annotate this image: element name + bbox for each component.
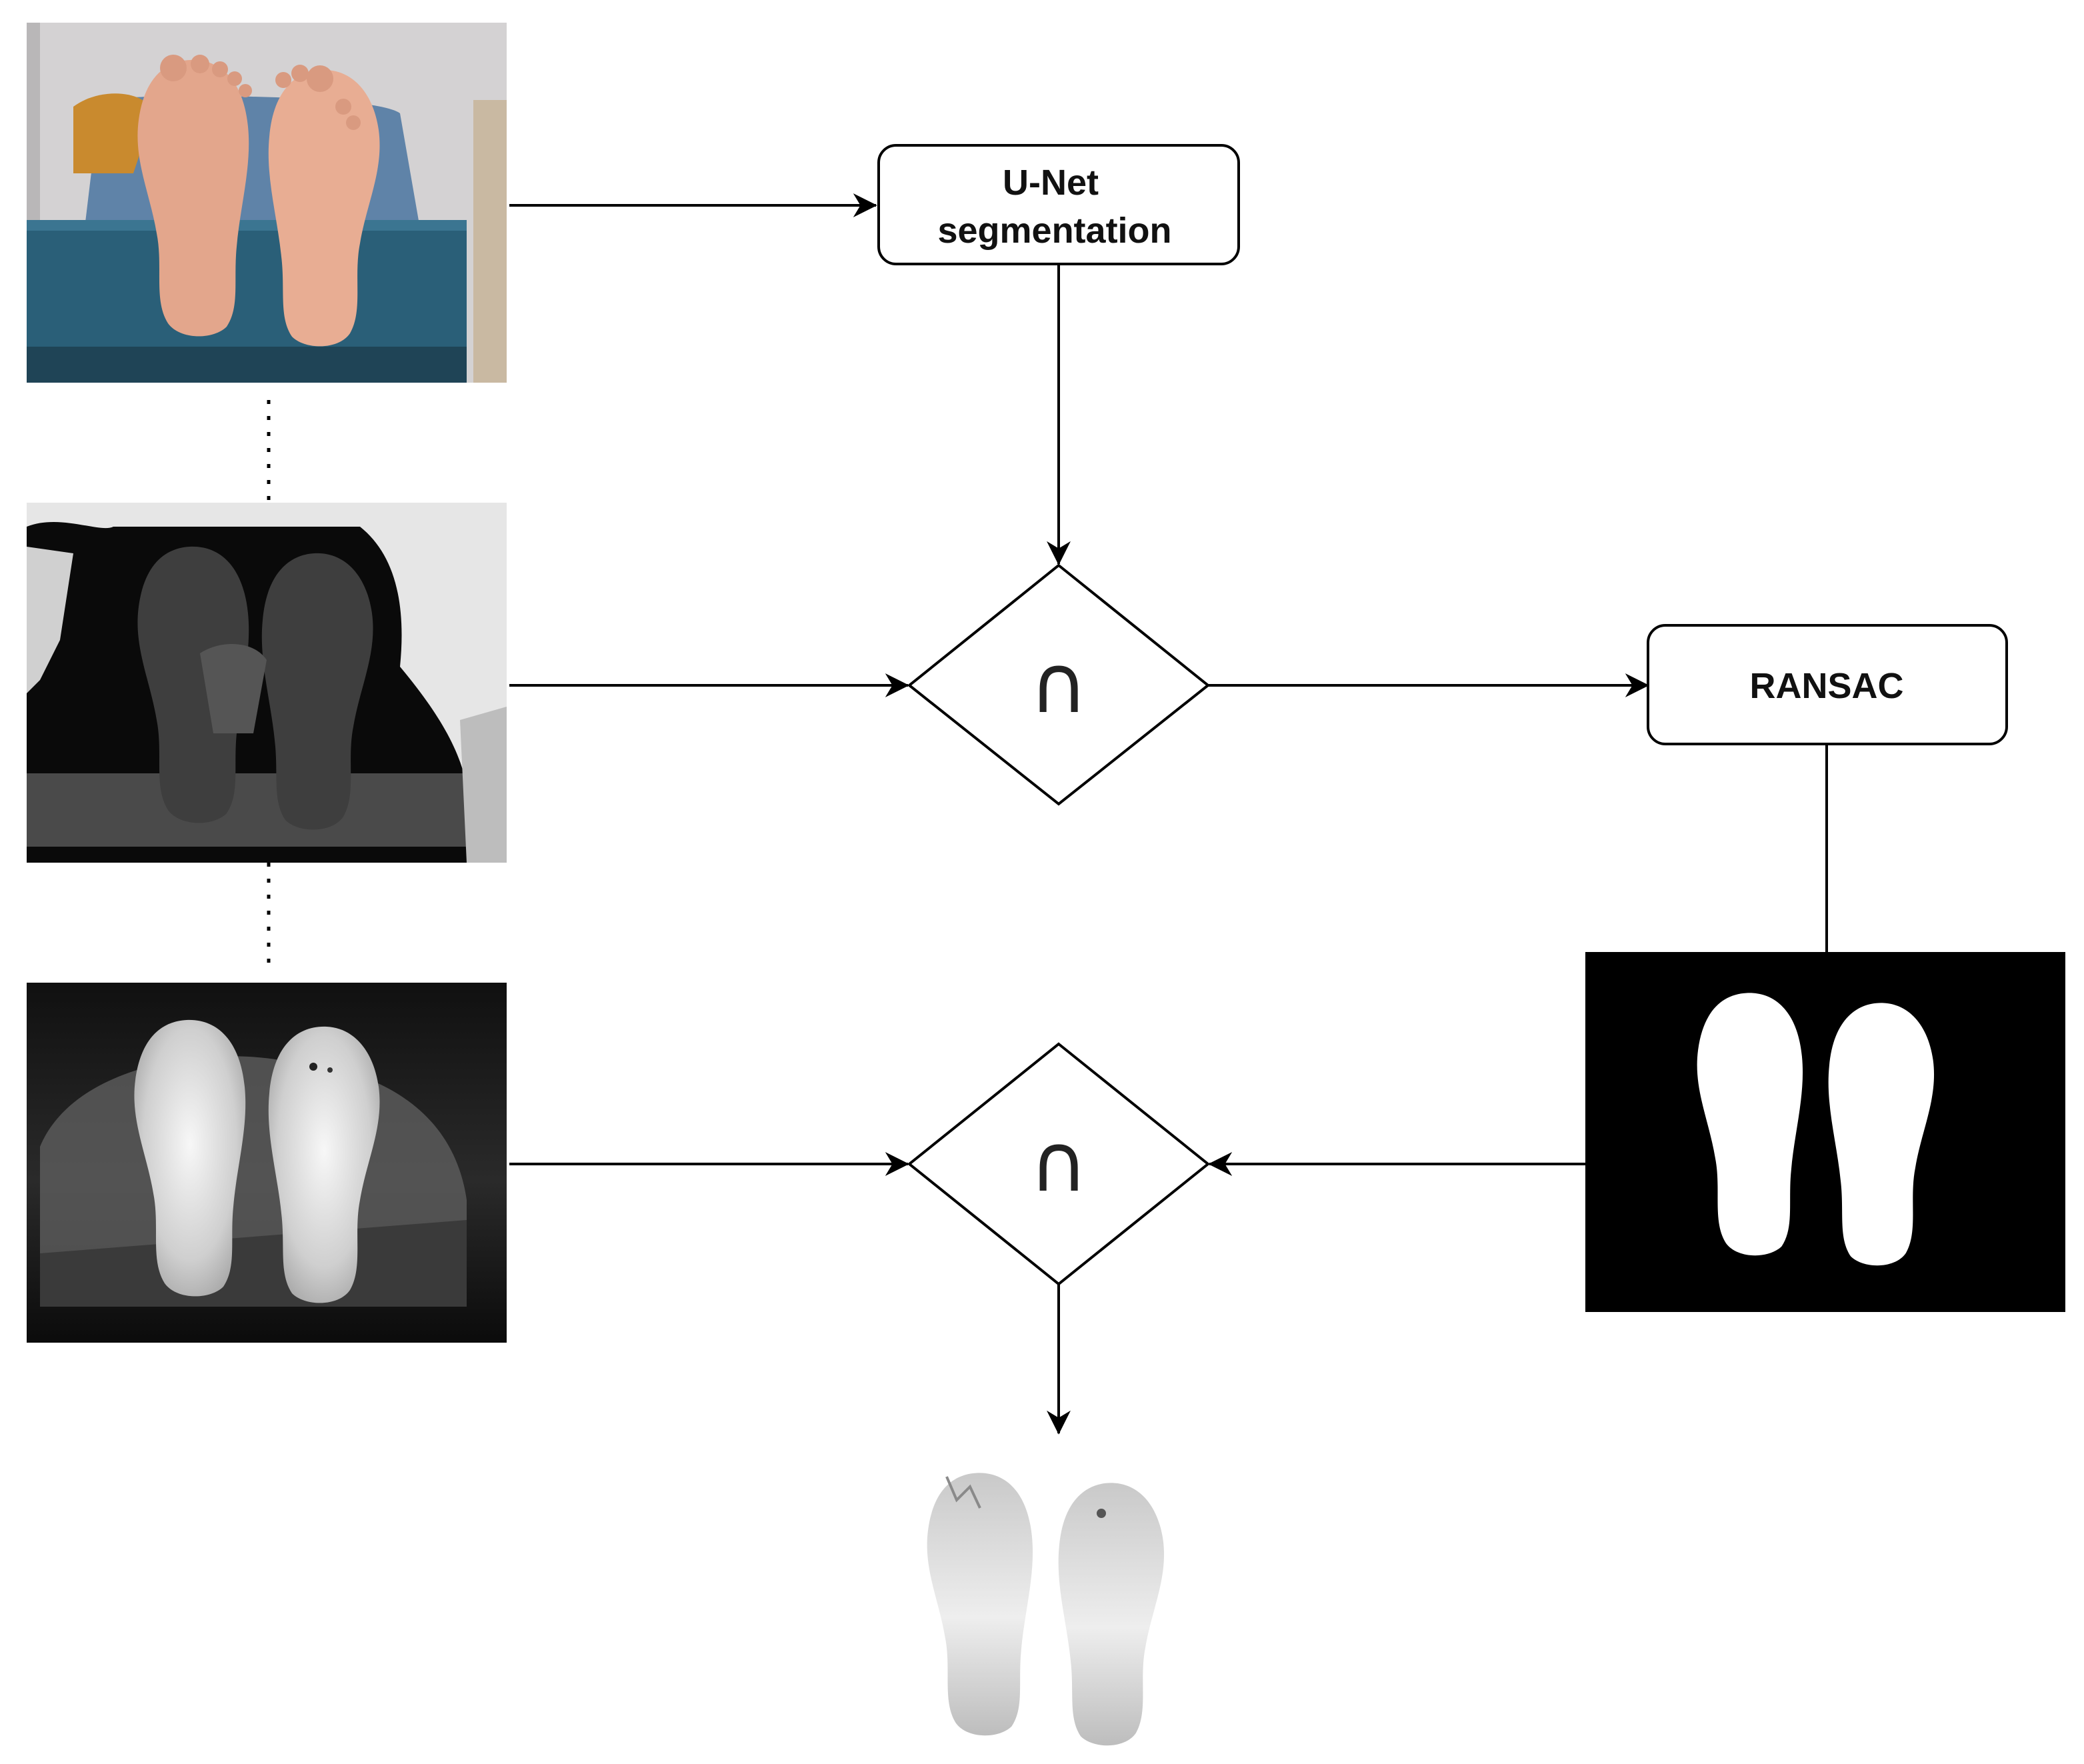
intersection-node-top: ∩ xyxy=(907,563,1211,806)
ransac-node: RANSAC xyxy=(1647,624,2008,745)
thermal-image xyxy=(27,983,507,1343)
rgb-image xyxy=(27,23,507,383)
unet-segmentation-node: U-Net segmentation xyxy=(877,144,1240,265)
ransac-label: RANSAC xyxy=(1749,666,1903,706)
intersection-symbol-bottom: ∩ xyxy=(1029,1117,1088,1210)
mask-image xyxy=(1585,952,2065,1312)
unet-label-line1: U-Net xyxy=(1003,163,1099,203)
unet-label-line2: segmentation xyxy=(937,211,1171,251)
intersection-symbol-top: ∩ xyxy=(1029,639,1088,731)
depth-image xyxy=(27,503,507,863)
intersection-node-bottom: ∩ xyxy=(907,1042,1211,1286)
result-image xyxy=(927,1473,1165,1746)
